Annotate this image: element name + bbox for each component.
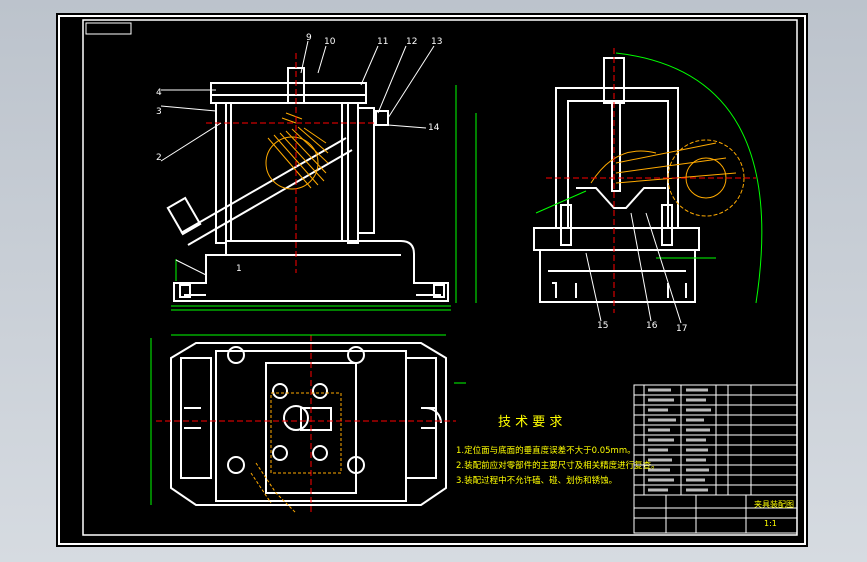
corner-code-box — [85, 22, 132, 35]
inner-frame — [82, 19, 798, 536]
top-view-centerlines — [156, 335, 456, 513]
balloon-11: 11 — [377, 37, 388, 47]
parts-list-fill — [648, 388, 711, 492]
balloon-14: 14 — [428, 123, 440, 133]
side-view — [533, 57, 700, 303]
side-view-dimensions — [535, 52, 763, 304]
balloon-15: 15 — [597, 321, 608, 331]
parts-list — [633, 384, 798, 534]
side-view-centerlines — [546, 48, 756, 313]
title-block-name: 夹具装配图 — [754, 499, 794, 509]
tech-note-1: 1.定位面与底面的垂直度误差不大于0.05mm。 — [456, 445, 636, 456]
outer-border — [58, 15, 806, 545]
balloon-9: 9 — [306, 33, 312, 43]
tech-note-2: 2.装配前应对零部件的主要尺寸及相关精度进行复查。 — [456, 460, 660, 471]
balloon-1: 1 — [236, 264, 242, 274]
tech-note-3: 3.装配过程中不允许磕、碰、划伤和锈蚀。 — [456, 475, 617, 486]
technical-requirements: 技 术 要 求 1.定位面与底面的垂直度误差不大于0.05mm。 2.装配前应对… — [456, 415, 660, 486]
front-view-leaders — [160, 40, 435, 276]
top-view — [170, 342, 447, 506]
balloon-12: 12 — [406, 37, 417, 47]
top-view-hatch — [250, 392, 342, 514]
front-view-centerlines — [206, 53, 376, 273]
front-view-dimensions — [171, 85, 477, 311]
assembly-drawing: 1 2 3 4 9 10 11 12 13 14 15 16 17 — [58, 15, 806, 545]
drawing-sheet: 1 2 3 4 9 10 11 12 13 14 15 16 17 — [56, 13, 808, 547]
top-view-dimensions — [150, 334, 466, 505]
front-view-hatch — [265, 112, 329, 190]
balloon-4: 4 — [156, 88, 162, 98]
side-view-leaders — [585, 212, 682, 324]
balloon-17: 17 — [676, 324, 687, 334]
balloon-13: 13 — [431, 37, 442, 47]
balloon-labels: 1 2 3 4 9 10 11 12 13 14 15 16 17 — [156, 33, 687, 334]
balloon-3: 3 — [156, 107, 162, 117]
title-block-scale: 1:1 — [764, 519, 777, 528]
balloon-10: 10 — [324, 37, 336, 47]
tech-title: 技 术 要 求 — [498, 415, 562, 430]
balloon-2: 2 — [156, 153, 162, 163]
front-view — [166, 67, 449, 302]
title-block-text: 夹具装配图 1:1 — [754, 499, 794, 528]
balloon-16: 16 — [646, 321, 658, 331]
